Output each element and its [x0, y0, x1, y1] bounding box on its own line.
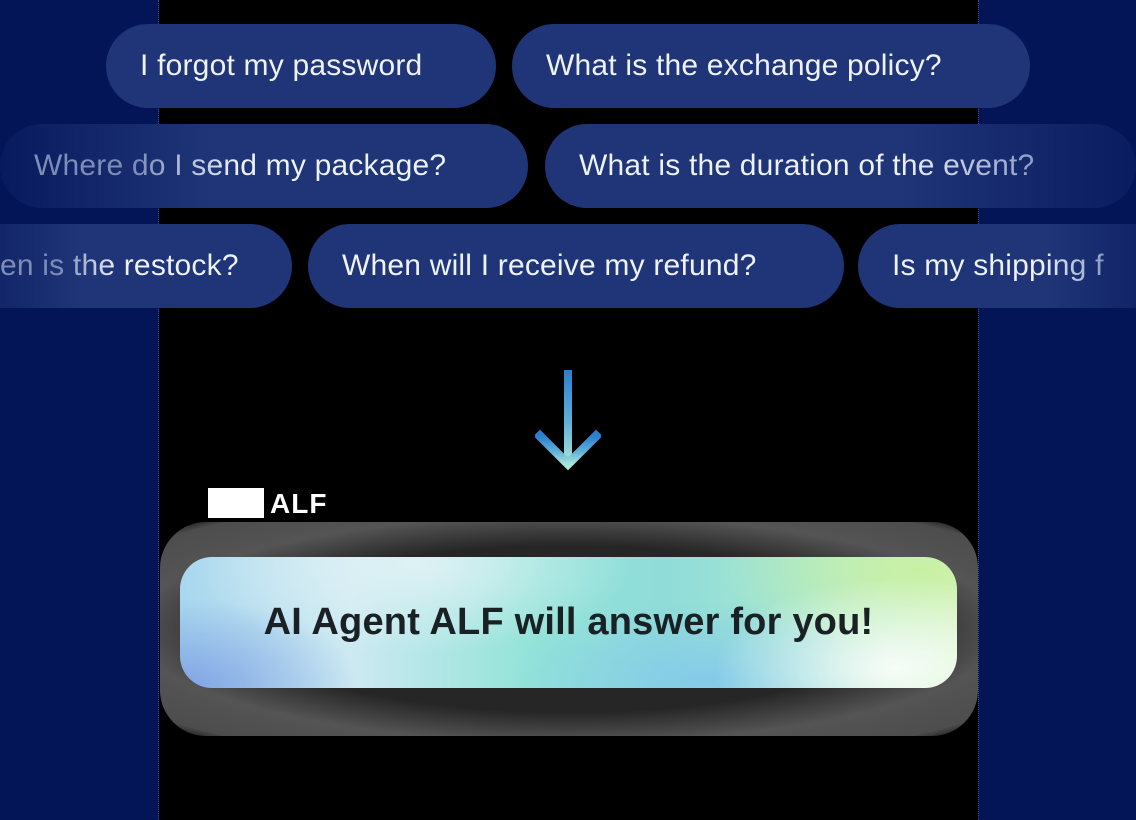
question-chip-shipping[interactable]: Is my shipping f: [858, 224, 1136, 308]
question-row-3: en is the restock? When will I receive m…: [0, 224, 1136, 308]
arrow-down-icon: [535, 370, 601, 471]
question-chip-label: Is my shipping f: [892, 249, 1104, 282]
question-chip-label: I forgot my password: [140, 49, 423, 82]
agent-label-text: ALF: [270, 488, 328, 519]
question-chip-refund[interactable]: When will I receive my refund?: [308, 224, 844, 308]
agent-logo-icon: [208, 488, 264, 518]
question-chip-restock[interactable]: en is the restock?: [0, 224, 292, 308]
agent-label: ALF: [208, 488, 327, 520]
question-chip-exchange-policy[interactable]: What is the exchange policy?: [512, 24, 1030, 108]
question-row-2: Where do I send my package? What is the …: [0, 124, 1136, 208]
question-chip-send-package[interactable]: Where do I send my package?: [0, 124, 528, 208]
question-chip-label: When will I receive my refund?: [342, 249, 757, 282]
question-chip-event-duration[interactable]: What is the duration of the event?: [545, 124, 1136, 208]
left-side-panel: [0, 0, 159, 820]
answer-banner[interactable]: AI Agent ALF will answer for you!: [180, 557, 957, 688]
answer-text: AI Agent ALF will answer for you!: [263, 601, 874, 643]
question-chip-forgot-password[interactable]: I forgot my password: [106, 24, 496, 108]
right-side-panel: [978, 0, 1136, 820]
question-chip-label: en is the restock?: [0, 249, 239, 282]
question-row-1: I forgot my password What is the exchang…: [0, 24, 1136, 108]
question-chip-label: What is the duration of the event?: [579, 149, 1035, 182]
question-chip-label: What is the exchange policy?: [546, 49, 942, 82]
question-chip-label: Where do I send my package?: [34, 149, 447, 182]
